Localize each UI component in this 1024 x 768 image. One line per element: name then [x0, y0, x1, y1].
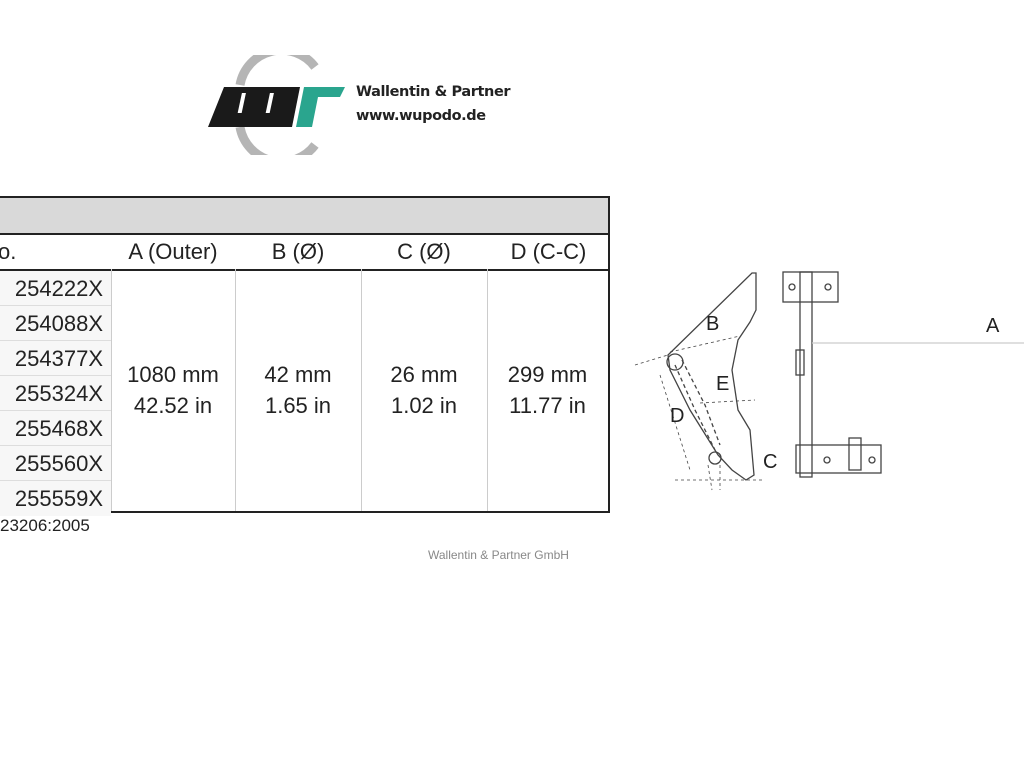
- value-c-mm: 26 mm: [390, 362, 458, 387]
- value-d: 299 mm 11.77 in: [487, 269, 608, 511]
- standard-reference: 23206:2005: [0, 516, 90, 535]
- label-e: E: [716, 373, 729, 395]
- column-divider: [111, 269, 112, 511]
- value-b-in: 1.65 in: [264, 393, 332, 418]
- company-website[interactable]: www.wupodo.de: [356, 108, 486, 124]
- part-number: 254088X: [0, 306, 111, 341]
- column-divider: [235, 269, 236, 511]
- table-title-band: [0, 198, 608, 235]
- value-a-mm: 1080 mm: [127, 362, 219, 387]
- dimensions-table: o. A (Outer) B (Ø) C (Ø) D (C-C) 254222X…: [0, 196, 610, 516]
- watermark: Wallentin & Partner GmbH: [428, 548, 569, 562]
- part-number: 254222X: [0, 271, 111, 306]
- value-a-in: 42.52 in: [133, 393, 213, 418]
- value-c-in: 1.02 in: [390, 393, 458, 418]
- label-d: D: [670, 405, 684, 427]
- part-number: 254377X: [0, 341, 111, 376]
- company-name: Wallentin & Partner: [356, 84, 511, 100]
- value-b: 42 mm 1.65 in: [235, 269, 361, 511]
- part-number: 255560X: [0, 446, 111, 481]
- header-b: B (Ø): [271, 239, 325, 264]
- bracket-diagram: B E D C A: [634, 271, 1024, 491]
- part-number: 255468X: [0, 411, 111, 446]
- label-a: A: [986, 315, 1000, 337]
- header-a: A (Outer): [128, 239, 218, 264]
- value-a: 1080 mm 42.52 in: [111, 269, 235, 511]
- header-c: C (Ø): [397, 239, 451, 264]
- header-d: D (C-C): [510, 239, 587, 264]
- value-c: 26 mm 1.02 in: [361, 269, 487, 511]
- value-b-mm: 42 mm: [264, 362, 332, 387]
- value-d-mm: 299 mm: [507, 362, 588, 387]
- value-d-in: 11.77 in: [509, 393, 586, 418]
- table-header-row: o. A (Outer) B (Ø) C (Ø) D (C-C): [0, 235, 608, 271]
- company-logo: [208, 55, 345, 155]
- part-number: 255324X: [0, 376, 111, 411]
- header-part-no: o.: [0, 239, 17, 264]
- part-number: 255559X: [0, 481, 111, 516]
- column-divider: [361, 269, 362, 511]
- column-divider: [487, 269, 488, 511]
- label-c: C: [763, 451, 777, 473]
- label-b: B: [706, 313, 719, 335]
